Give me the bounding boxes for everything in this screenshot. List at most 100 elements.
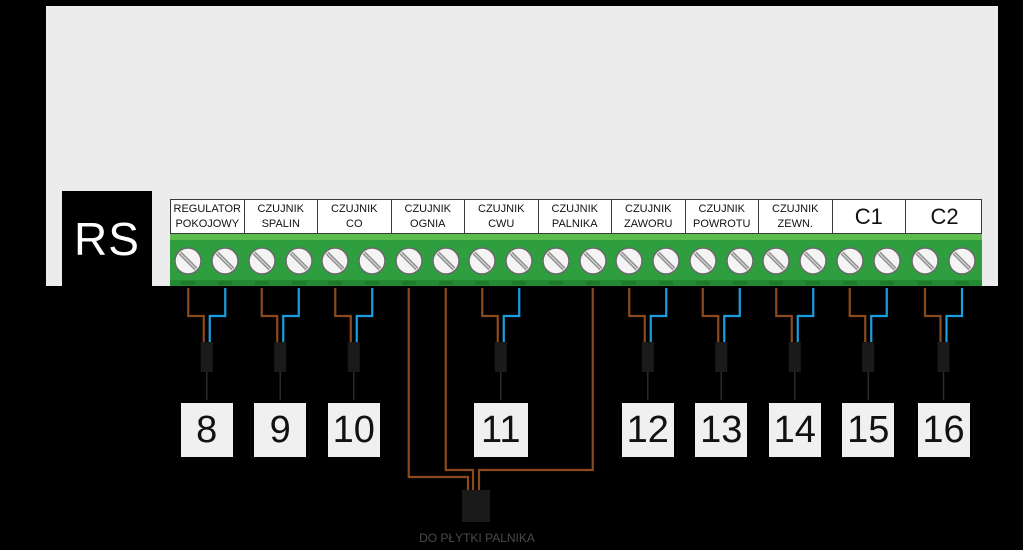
terminal-label-g11: CZUJNIK CWU (465, 200, 539, 233)
terminal-label-line: SPALIN (261, 217, 300, 230)
sensor-number-12: 12 (621, 403, 674, 457)
terminal-screw-icon (395, 247, 423, 275)
blue-wire (649, 288, 668, 345)
terminal-screw-icon (911, 247, 939, 275)
terminal-screw-icon (579, 247, 607, 275)
sensor-connector (715, 342, 728, 372)
terminal-contact-mark (291, 281, 306, 285)
terminal-contact-mark (328, 281, 343, 285)
brown-wire (848, 288, 867, 345)
sensor-number-11: 11 (473, 403, 528, 457)
sensor-number-9: 9 (254, 403, 307, 457)
terminal-contact-mark (806, 281, 821, 285)
terminal-screw-icon (248, 247, 276, 275)
terminal-contact-mark (218, 281, 233, 285)
terminal-contact-mark (512, 281, 527, 285)
blue-wire (945, 288, 964, 345)
terminal-label-g16: C2 (906, 200, 983, 233)
terminal-screw-icon (321, 247, 349, 275)
terminal-label-line: OGNIA (410, 217, 446, 230)
terminal-contact-mark (732, 281, 747, 285)
brown-wire (701, 288, 720, 345)
terminal-screw-icon (873, 247, 901, 275)
terminal-contact-mark (769, 281, 784, 285)
blue-wire (282, 288, 300, 345)
sensor-connector (937, 342, 950, 372)
terminal-contact-mark (659, 281, 674, 285)
sensor-connector (274, 342, 287, 372)
terminal-screw-icon (762, 247, 790, 275)
terminal-label-line: REGULATOR (173, 202, 241, 215)
sensor-number-13: 13 (695, 403, 748, 457)
rs-badge: RS (62, 191, 152, 286)
terminal-label-line: CZUJNIK (625, 202, 672, 215)
blue-wire (502, 288, 521, 345)
terminal-screw-icon (468, 247, 496, 275)
terminal-contact-mark (548, 281, 563, 285)
terminal-label-line: ZAWORU (624, 217, 673, 230)
sensor-number-10: 10 (327, 403, 380, 457)
terminal-contact-mark (918, 281, 932, 285)
terminal-contact-mark (365, 281, 380, 285)
sensor-connector (347, 342, 360, 372)
burner-connector (462, 490, 490, 522)
terminal-contact-mark (585, 281, 600, 285)
sensor-number-15: 15 (842, 403, 895, 457)
burner-wire-ognia-2 (444, 288, 475, 490)
brown-wire (923, 288, 942, 345)
sensor-connector (494, 342, 507, 372)
terminal-label-line: POWROTU (693, 217, 751, 230)
brown-wire (775, 288, 793, 345)
brown-wire (481, 288, 499, 345)
terminal-label-gpal: CZUJNIK PALNIKA (539, 200, 612, 233)
brown-wire (260, 288, 279, 345)
terminal-label-line: ZEWN. (777, 217, 813, 230)
blue-wire (208, 288, 227, 345)
burner-wire-ognia-1 (407, 288, 470, 490)
terminal-label-line: CZUJNIK (478, 202, 525, 215)
terminal-label-line: C1 (854, 203, 883, 229)
terminal-block-bottom-edge (170, 280, 982, 286)
terminal-label-line: CO (346, 217, 363, 230)
terminal-screw-icon (615, 247, 643, 275)
terminal-label-gogn: CZUJNIK OGNIA (392, 200, 465, 233)
terminal-label-g8: REGULATOR POKOJOWY (171, 200, 245, 233)
terminal-label-line: C2 (930, 203, 959, 229)
brown-wire (187, 288, 205, 345)
terminal-block (170, 234, 982, 286)
terminal-screw-icon (432, 247, 460, 275)
terminal-label-line: CZUJNIK (772, 202, 819, 215)
sensor-connector (200, 342, 213, 372)
sensor-connector (641, 342, 654, 372)
terminal-label-line: CZUJNIK (551, 202, 598, 215)
sensor-connector (862, 342, 875, 372)
terminal-label-line: POKOJOWY (175, 217, 240, 230)
terminal-screw-icon (358, 247, 386, 275)
terminal-contact-mark (254, 281, 269, 285)
terminal-screw-icon (948, 247, 976, 275)
terminal-screw-icon (726, 247, 754, 275)
terminal-contact-mark (842, 281, 857, 285)
terminal-block-top-edge (170, 234, 982, 240)
terminal-label-line: CZUJNIK (257, 202, 304, 215)
terminal-label-line: PALNIKA (551, 217, 598, 230)
terminal-label-line: CZUJNIK (404, 202, 451, 215)
brown-wire (334, 288, 352, 345)
terminal-screw-icon (689, 247, 717, 275)
sensor-number-14: 14 (768, 403, 821, 457)
terminal-contact-mark (181, 281, 196, 285)
terminal-contact-mark (955, 281, 969, 285)
blue-wire (723, 288, 741, 345)
terminal-screw-icon (799, 247, 827, 275)
terminal-screw-icon (211, 247, 239, 275)
terminal-label-line: CWU (488, 217, 515, 230)
sensor-number-8: 8 (180, 403, 233, 457)
terminal-label-g14: CZUJNIK ZEWN. (759, 200, 833, 233)
blue-wire (870, 288, 888, 345)
terminal-contact-mark (695, 281, 710, 285)
terminal-label-g12: CZUJNIK ZAWORU (612, 200, 686, 233)
